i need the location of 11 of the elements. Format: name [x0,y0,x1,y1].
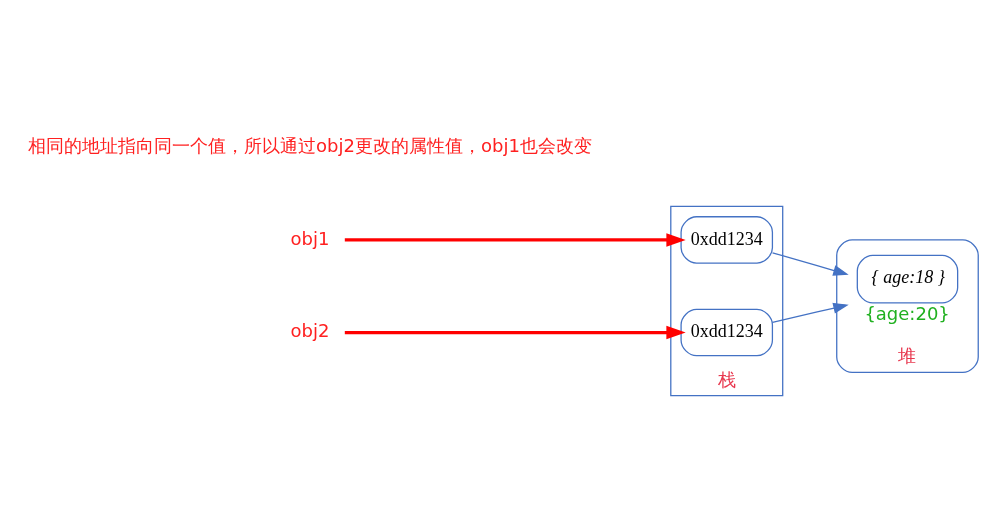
node-text: obj1 [290,227,330,249]
node-text: obj2 [290,319,330,341]
node-box: { age:18 } [856,254,959,304]
arrow [771,251,849,276]
node-box: 0xdd1234 [680,308,774,356]
label: 相同的地址指向同一个值，所以通过obj2更改的属性值，obj1也会改变 [28,134,592,156]
arrow [344,325,686,339]
node-label: {age:20} [864,302,950,324]
node-box: 0xdd1234 [680,215,774,264]
arrow [344,232,686,247]
arrow [771,302,849,323]
